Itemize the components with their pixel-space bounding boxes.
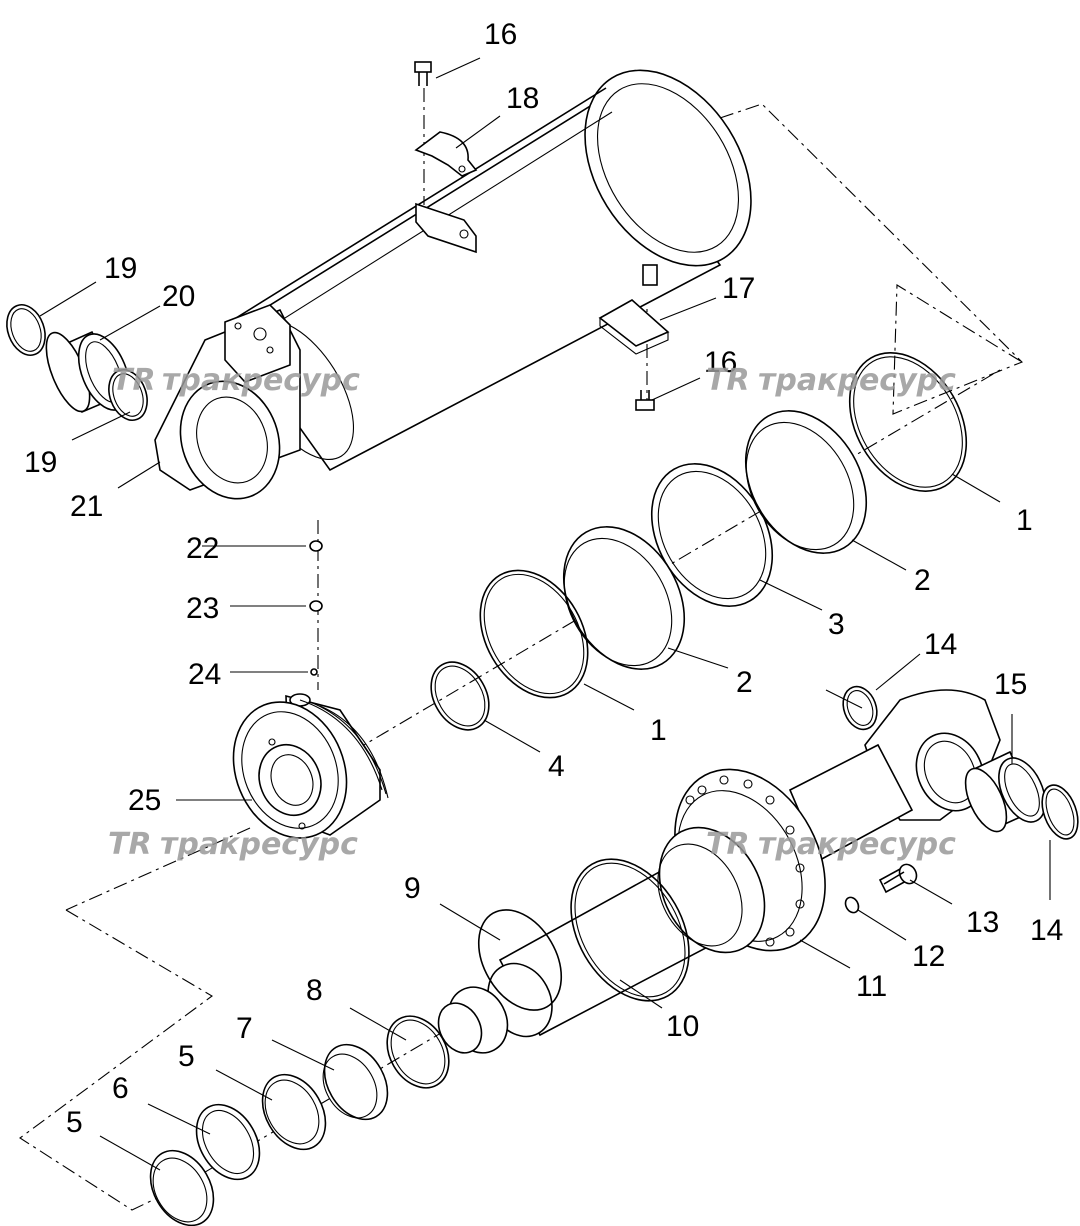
callout-24: 24 <box>188 658 221 691</box>
o-ring-1-lower <box>479 569 589 699</box>
callout-labels: 16 18 17 16 19 20 19 21 22 23 24 25 1 2 … <box>24 18 1063 1139</box>
bolt-13 <box>878 863 918 894</box>
wear-ring-2-lower <box>562 526 686 670</box>
ring-6 <box>195 1103 261 1181</box>
callout-25: 25 <box>128 784 161 817</box>
callout-11: 11 <box>856 970 887 1003</box>
callout-2-lower: 2 <box>736 666 753 699</box>
part-23 <box>309 600 323 612</box>
watermark-logo: TR <box>112 363 156 398</box>
snap-ring-19-left <box>6 304 46 356</box>
callout-16-lower: 16 <box>704 346 737 379</box>
callout-4: 4 <box>548 750 565 783</box>
watermark-logo: TR <box>108 827 152 862</box>
callout-5-upper: 5 <box>178 1040 195 1073</box>
callout-1-upper: 1 <box>1016 504 1033 537</box>
callout-14-lower: 14 <box>1030 914 1063 947</box>
callout-7: 7 <box>236 1012 253 1045</box>
ring-5-upper <box>261 1073 327 1151</box>
callout-8: 8 <box>306 974 323 1007</box>
clamp-18 <box>414 131 478 177</box>
snap-ring-14-lower <box>1041 784 1079 840</box>
plate-17 <box>598 299 670 355</box>
ring-9 <box>477 909 563 1011</box>
callout-2-upper: 2 <box>914 564 931 597</box>
snap-ring-19-right <box>108 369 148 421</box>
callout-12: 12 <box>912 940 945 973</box>
cylinder-tube <box>154 69 752 500</box>
callout-16-top: 16 <box>484 18 517 51</box>
watermark-text: тракресурс <box>758 827 956 862</box>
callout-10: 10 <box>666 1010 699 1043</box>
callout-19-top: 19 <box>104 252 137 285</box>
watermark-text: тракресурс <box>160 827 358 862</box>
piston-25 <box>232 693 389 839</box>
callout-6: 6 <box>112 1072 129 1105</box>
screw-16-lower <box>635 390 655 411</box>
part-22 <box>309 540 323 552</box>
ring-7 <box>322 1043 389 1121</box>
watermark-logo: TR <box>706 363 750 398</box>
callout-20: 20 <box>162 280 195 313</box>
watermark-text: тракресурс <box>162 363 360 398</box>
watermark-top-right: TR тракресурс <box>706 363 956 398</box>
callout-5-lower: 5 <box>66 1106 83 1139</box>
watermark-top-left: TR тракресурс <box>112 363 360 398</box>
callout-9: 9 <box>404 872 421 905</box>
watermark-bottom-right: TR тракресурс <box>706 827 956 862</box>
ring-8 <box>386 1015 450 1089</box>
screw-16-top <box>414 61 432 86</box>
callout-13: 13 <box>966 906 999 939</box>
ring-10 <box>570 858 690 1002</box>
callout-17: 17 <box>722 272 755 305</box>
watermark-text: тракресурс <box>758 363 956 398</box>
snap-ring-14-upper <box>842 685 878 731</box>
callout-3: 3 <box>828 608 845 641</box>
ring-5-lower <box>149 1149 215 1226</box>
watermark-bottom-left: TR тракресурс <box>108 827 358 862</box>
callout-22: 22 <box>186 532 219 565</box>
washer-12 <box>844 896 860 914</box>
o-ring-1-large <box>848 352 968 492</box>
callout-18: 18 <box>506 82 539 115</box>
callout-1-lower: 1 <box>650 714 667 747</box>
callout-19-bottom: 19 <box>24 446 57 479</box>
part-24 <box>310 668 318 676</box>
callout-21: 21 <box>70 490 103 523</box>
gland-11 <box>657 768 826 954</box>
callout-14-upper: 14 <box>924 628 957 661</box>
watermark-logo: TR <box>706 827 750 862</box>
leader-lines <box>39 57 1051 1171</box>
callout-23: 23 <box>186 592 219 625</box>
ring-4 <box>430 661 490 731</box>
bushing-15 <box>964 750 1046 833</box>
callout-15: 15 <box>994 668 1027 701</box>
